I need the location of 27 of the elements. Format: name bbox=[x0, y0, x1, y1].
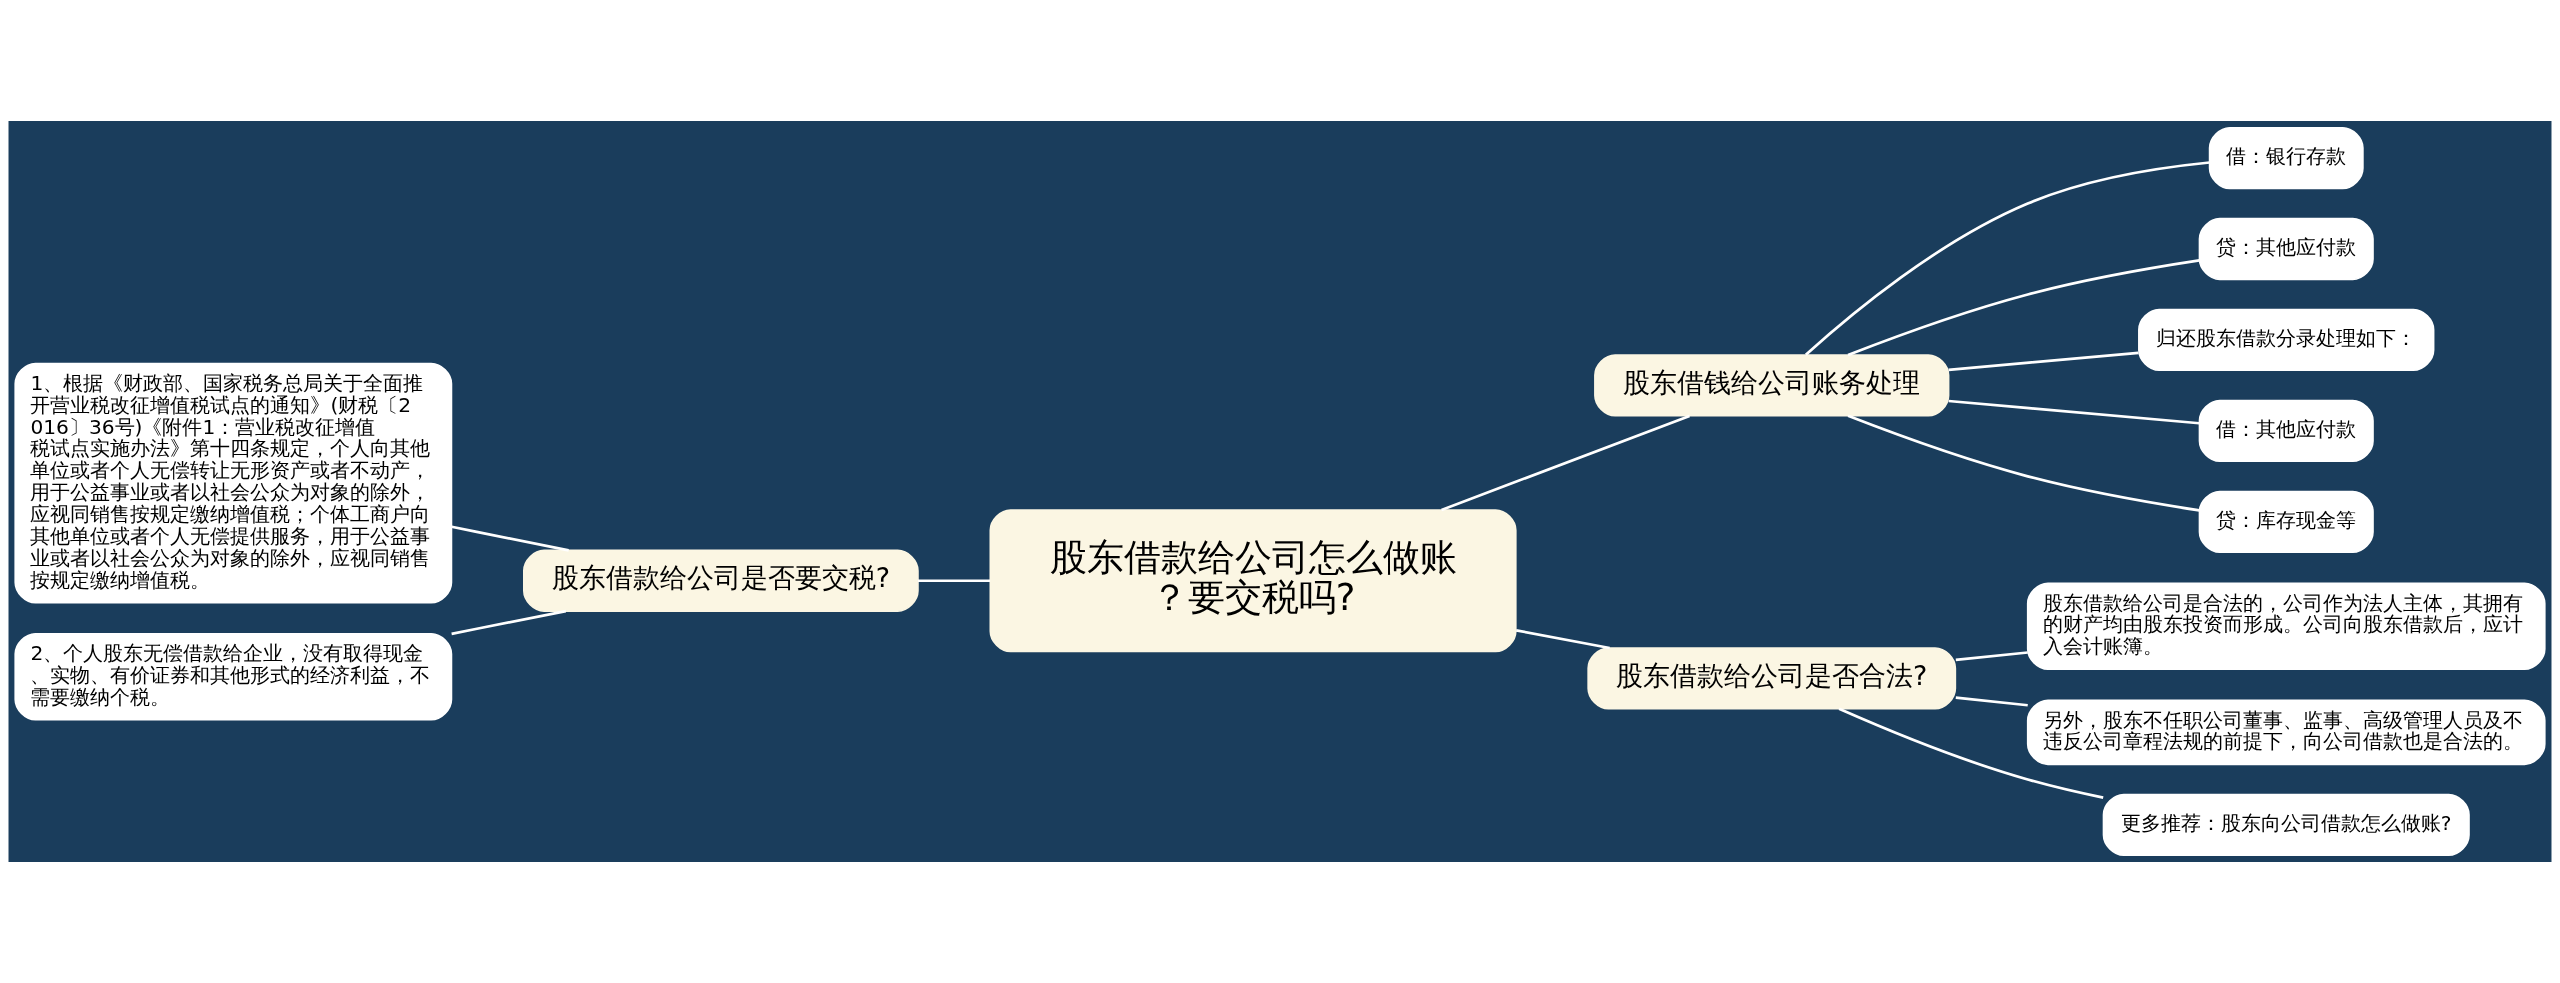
node-box: 股东借款给公司是否要交税? bbox=[523, 549, 919, 612]
connector bbox=[451, 609, 567, 636]
node-box: 贷：其他应付款 bbox=[2198, 217, 2374, 281]
connector bbox=[1515, 628, 1610, 650]
node-box: 股东借款给公司怎么做账？要交税吗? bbox=[989, 509, 1517, 653]
connector bbox=[1955, 651, 2028, 662]
connector bbox=[1948, 399, 2200, 425]
node-box: 更多推荐：股东向公司借款怎么做账? bbox=[2102, 793, 2470, 857]
connector bbox=[1441, 414, 1690, 512]
node-box: 股东借款给公司是合法的，公司作为法人主体，其拥有的财产均由股东投资而形成。公司向股东借款后，应计入会计账簿。 bbox=[2026, 582, 2546, 670]
node-box: 股东借款给公司是否合法? bbox=[1587, 647, 1957, 710]
node-box: 2、个人股东无偿借款给企业，没有取得现金、实物、有价证券和其他形式的经济利益，不需要缴纳个税。 bbox=[14, 632, 453, 721]
node-box: 归还股东借款分录处理如下： bbox=[2138, 308, 2435, 372]
connector bbox=[451, 525, 569, 552]
connector bbox=[1838, 707, 2104, 799]
node-box: 借：银行存款 bbox=[2208, 126, 2364, 190]
node-box: 借：其他应付款 bbox=[2198, 399, 2374, 463]
connector bbox=[1948, 351, 2139, 372]
node-box: 股东借钱给公司账务处理 bbox=[1594, 354, 1950, 417]
connector bbox=[917, 579, 991, 583]
node-box: 1、根据《财政部、国家税务总局关于全面推开营业税改征增值税试点的通知》(财税〔2016〕36号)《附件1：营业税改征增值税试点实施办法》第十四条规定，个人向其他单位或者个人无偿转让无形资产或者不动产，用于公益事业或者以社会公众为对象的除外，应视同销售按规定缴纳增值税；个体工商户向其他单位或者个人无偿提供服务，用于公益事业或者以社会公众为对象的除外，应视同销售按规定缴纳增值税。 bbox=[14, 362, 453, 604]
connector bbox=[1847, 414, 2200, 512]
connector bbox=[1847, 259, 2200, 357]
connector bbox=[1955, 696, 2028, 707]
node-box: 贷：库存现金等 bbox=[2198, 490, 2374, 553]
connector bbox=[1804, 161, 2210, 356]
node-box: 另外，股东不任职公司董事、监事、高级管理人员及不违反公司章程法规的前提下，向公司借款也是合法的。 bbox=[2026, 699, 2546, 766]
